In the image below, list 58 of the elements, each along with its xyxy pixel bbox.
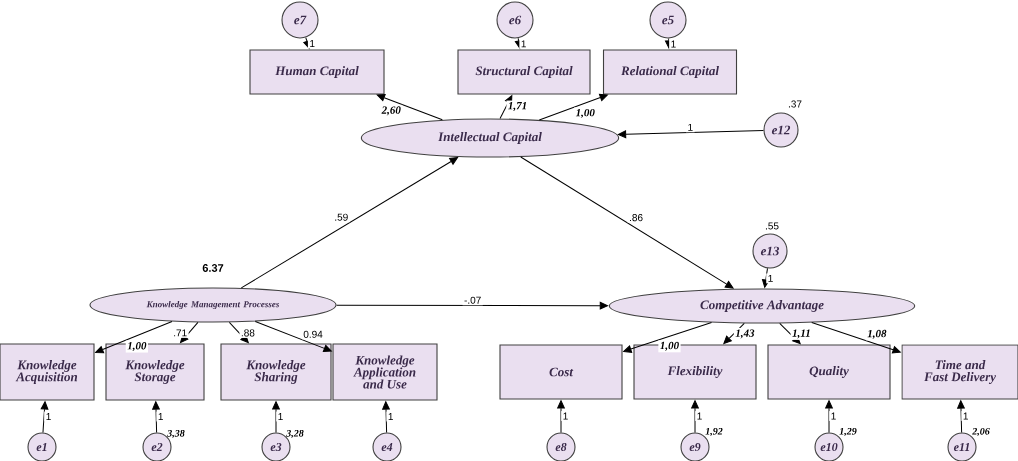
- indicator-box: Time and Fast Delivery: [901, 344, 1018, 400]
- indicator-box: Knowledge Application and Use: [332, 343, 438, 401]
- arrow: [95, 321, 173, 354]
- variance-label: .37: [788, 100, 802, 108]
- edge-label: 1: [156, 411, 165, 422]
- edge-label: 1: [961, 411, 970, 421]
- arrow: [957, 400, 965, 433]
- arrow: [811, 322, 901, 354]
- indicator-box: Quality: [767, 344, 891, 400]
- edge-label: 1: [686, 122, 695, 133]
- edge-label: .71: [171, 328, 189, 338]
- arrow: [272, 401, 280, 433]
- arrow: [240, 157, 458, 289]
- edge-label: 1: [44, 411, 53, 422]
- edge-label: 1,71: [506, 100, 529, 113]
- edge-label: -.07: [462, 295, 483, 306]
- indicator-box: Human Capital: [249, 49, 385, 95]
- edge-label: 1: [519, 38, 528, 49]
- edge-label: 1,00: [125, 340, 148, 353]
- variance-label: 6.37: [202, 264, 224, 272]
- arrow: [382, 401, 390, 433]
- edge-label: .59: [332, 212, 350, 223]
- edge-label: .86: [627, 212, 645, 223]
- arrow: [376, 93, 443, 121]
- indicator-box: Knowledge Sharing: [220, 343, 332, 401]
- edge-label: 2,60: [380, 104, 403, 117]
- edge-label: 1,00: [658, 340, 681, 353]
- arrow: [336, 301, 608, 310]
- arrow: [40, 401, 49, 433]
- variance-label: .55: [765, 222, 779, 230]
- indicator-box: Relational Capital: [602, 49, 738, 95]
- edge-label: 1: [307, 38, 317, 49]
- edge-label: 1: [829, 411, 838, 421]
- edge-label: 1: [386, 411, 395, 422]
- arrow: [538, 93, 608, 121]
- arrow: [254, 321, 332, 353]
- edge-label: 1,00: [574, 107, 597, 120]
- indicator-box: Knowledge Acquisition: [0, 343, 95, 401]
- edge-label: 1: [276, 411, 285, 422]
- arrow: [691, 400, 699, 433]
- arrow: [723, 322, 745, 345]
- edge-label: 1,11: [790, 327, 813, 340]
- indicator-box: Structural Capital: [457, 49, 591, 95]
- indicator-box: Cost: [499, 344, 623, 400]
- edge-label: 1: [695, 411, 704, 421]
- edge-label: .88: [239, 327, 257, 338]
- edge-label: 1: [766, 273, 775, 284]
- edge-label: 1: [669, 39, 678, 49]
- arrow: [520, 156, 734, 289]
- arrow: [825, 400, 833, 433]
- arrow: [617, 130, 764, 139]
- arrow: [557, 400, 565, 433]
- edge-label: 1,08: [865, 328, 888, 341]
- edge-label: 1,43: [733, 327, 757, 340]
- arrow: [623, 322, 713, 353]
- edge-label: 0.94: [301, 329, 325, 340]
- arrow: [152, 401, 160, 433]
- edge-label: 1: [561, 411, 570, 421]
